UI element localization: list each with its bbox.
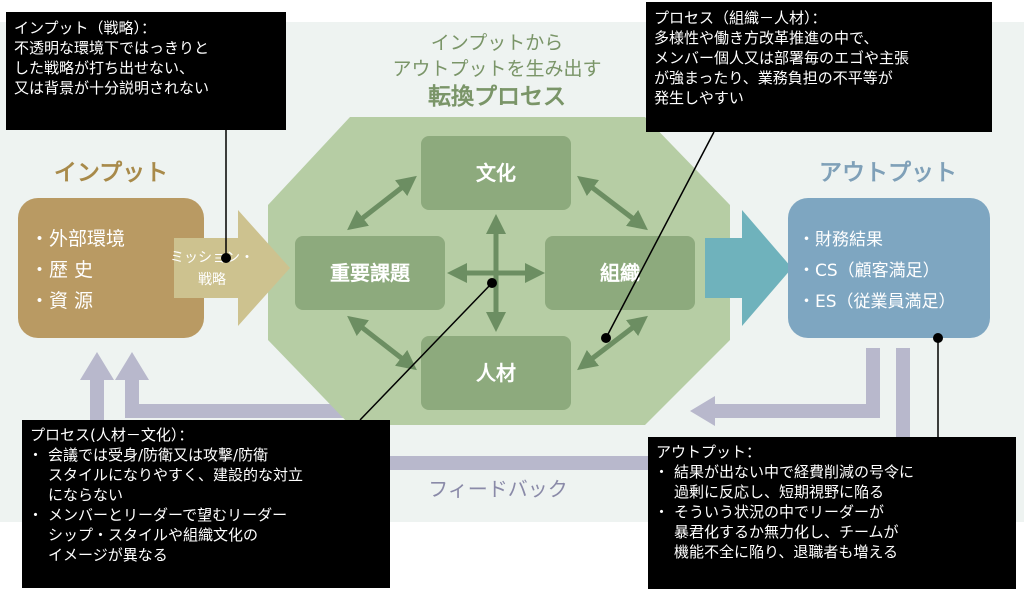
node-issues-label: 重要課題 bbox=[330, 261, 411, 285]
callout-line: 不透明な環境下ではっきりと bbox=[14, 39, 210, 57]
callout-title: アウトプット： bbox=[656, 443, 762, 461]
callout-line: にならない bbox=[48, 486, 124, 504]
callout-dots bbox=[221, 253, 943, 343]
callout-line: シップ・スタイルや組織文化の bbox=[48, 526, 259, 544]
output-arrow bbox=[705, 210, 792, 326]
mission-arrow bbox=[174, 210, 290, 326]
callout-line: 過剰に反応し、短期視野に陥る bbox=[674, 483, 885, 501]
callout-title: プロセス（組織－人材）： bbox=[654, 9, 827, 27]
output-items: ・財務結果 ・CS（顧客満足） ・ES（従業員満足） bbox=[798, 230, 956, 312]
output-box bbox=[788, 198, 990, 338]
callout-line: スタイルになりやすく、建設的な対立 bbox=[48, 466, 304, 484]
callout-title: プロセス(人材－文化）： bbox=[30, 426, 194, 444]
node-culture bbox=[421, 136, 571, 210]
callout-input-strategy: インプット（戦略）： 不透明な環境下ではっきりと した戦略が打ち出せない、 又は… bbox=[6, 12, 286, 130]
mission-arrow-line2: 戦略 bbox=[198, 272, 226, 288]
node-talent-label: 人材 bbox=[476, 361, 516, 385]
center-title-line3: 転換プロセス bbox=[428, 84, 566, 110]
callout-line: メンバーとリーダーで望むリーダー bbox=[48, 506, 288, 524]
arrow-culture-organization bbox=[577, 175, 648, 231]
node-organization-label: 組織 bbox=[600, 261, 640, 285]
callout-line: 又は背景が十分説明されない bbox=[14, 79, 210, 97]
callout-dot bbox=[933, 333, 943, 343]
callout-line: イメージが異なる bbox=[48, 546, 168, 564]
output-item: ・財務結果 bbox=[798, 230, 883, 250]
callout-connectors bbox=[225, 130, 939, 437]
center-title-line2: アウトプットを生み出す bbox=[392, 58, 601, 80]
callout-bullet-list: 結果が出ない中で経費削減の号令に 過剰に反応し、短期視野に陥る そういう状況の中… bbox=[654, 462, 1008, 562]
callout-line: メンバー個人又は部署毎のエゴや主張 bbox=[654, 49, 910, 67]
mission-arrow-line1: ミッション・ bbox=[170, 250, 254, 266]
input-items: ・外部環境 ・歴 史 ・資 源 bbox=[30, 228, 125, 312]
callout-dot bbox=[487, 278, 497, 288]
callout-bullet: 会議では受身/防衛又は攻撃/防衛 スタイルになりやすく、建設的な対立 にならない bbox=[28, 445, 382, 505]
node-issues bbox=[295, 236, 445, 310]
node-organization bbox=[545, 236, 695, 310]
input-item: ・資 源 bbox=[30, 290, 93, 312]
arrow-culture-issues bbox=[347, 175, 417, 231]
center-title: インプットから アウトプットを生み出す 転換プロセス bbox=[392, 32, 601, 110]
callout-line: が強まったり、業務負担の不平等が bbox=[654, 69, 893, 87]
arrow-issues-talent bbox=[347, 315, 417, 371]
callout-line: そういう状況の中でリーダーが bbox=[674, 503, 885, 521]
output-item: ・ES（従業員満足） bbox=[798, 292, 956, 312]
process-arrows bbox=[347, 175, 648, 371]
callout-bullet: 結果が出ない中で経費削減の号令に 過剰に反応し、短期視野に陥る bbox=[654, 462, 1008, 502]
callout-process-talent-culture: プロセス(人材－文化）： 会議では受身/防衛又は攻撃/防衛 スタイルになりやすく… bbox=[22, 420, 390, 588]
input-item: ・歴 史 bbox=[30, 259, 93, 281]
callout-bullet: メンバーとリーダーで望むリーダー シップ・スタイルや組織文化の イメージが異なる bbox=[28, 505, 382, 565]
arrow-organization-talent bbox=[577, 315, 648, 371]
node-talent bbox=[421, 336, 571, 410]
input-item: ・外部環境 bbox=[30, 228, 125, 250]
callout-output: アウトプット： 結果が出ない中で経費削減の号令に 過剰に反応し、短期視野に陥る … bbox=[648, 437, 1016, 589]
output-item: ・CS（顧客満足） bbox=[798, 261, 940, 281]
callout-process-org-talent: プロセス（組織－人材）： 多様性や働き方改革推進の中で、 メンバー個人又は部署毎… bbox=[646, 2, 992, 132]
node-culture-label: 文化 bbox=[476, 161, 516, 185]
callout-line: 会議では受身/防衛又は攻撃/防衛 bbox=[48, 446, 269, 464]
output-heading: アウトプット bbox=[819, 160, 957, 186]
center-title-line1: インプットから bbox=[431, 32, 563, 54]
process-nodes bbox=[295, 136, 695, 410]
feedback-label: フィードバック bbox=[428, 477, 568, 501]
callout-dot bbox=[601, 333, 611, 343]
callout-line: 結果が出ない中で経費削減の号令に bbox=[674, 463, 915, 481]
process-node-labels: 文化 重要課題 組織 人材 bbox=[330, 161, 640, 385]
callout-bullet: そういう状況の中でリーダーが 暴君化するか無力化し、チームが 機能不全に陥り、退… bbox=[654, 502, 1008, 562]
callout-line: 暴君化するか無力化し、チームが bbox=[674, 523, 899, 541]
callout-line: 機能不全に陥り、退職者も増える bbox=[674, 543, 898, 561]
callout-dot bbox=[221, 253, 231, 263]
callout-line: 多様性や働き方改革推進の中で、 bbox=[654, 29, 879, 47]
callout-line: した戦略が打ち出せない、 bbox=[14, 59, 195, 77]
callout-bullet-list: 会議では受身/防衛又は攻撃/防衛 スタイルになりやすく、建設的な対立 にならない… bbox=[28, 445, 382, 565]
callout-title: インプット（戦略）： bbox=[14, 19, 157, 37]
callout-line: 発生しやすい bbox=[654, 89, 744, 107]
input-box bbox=[18, 198, 204, 338]
input-heading: インプット bbox=[54, 160, 168, 186]
